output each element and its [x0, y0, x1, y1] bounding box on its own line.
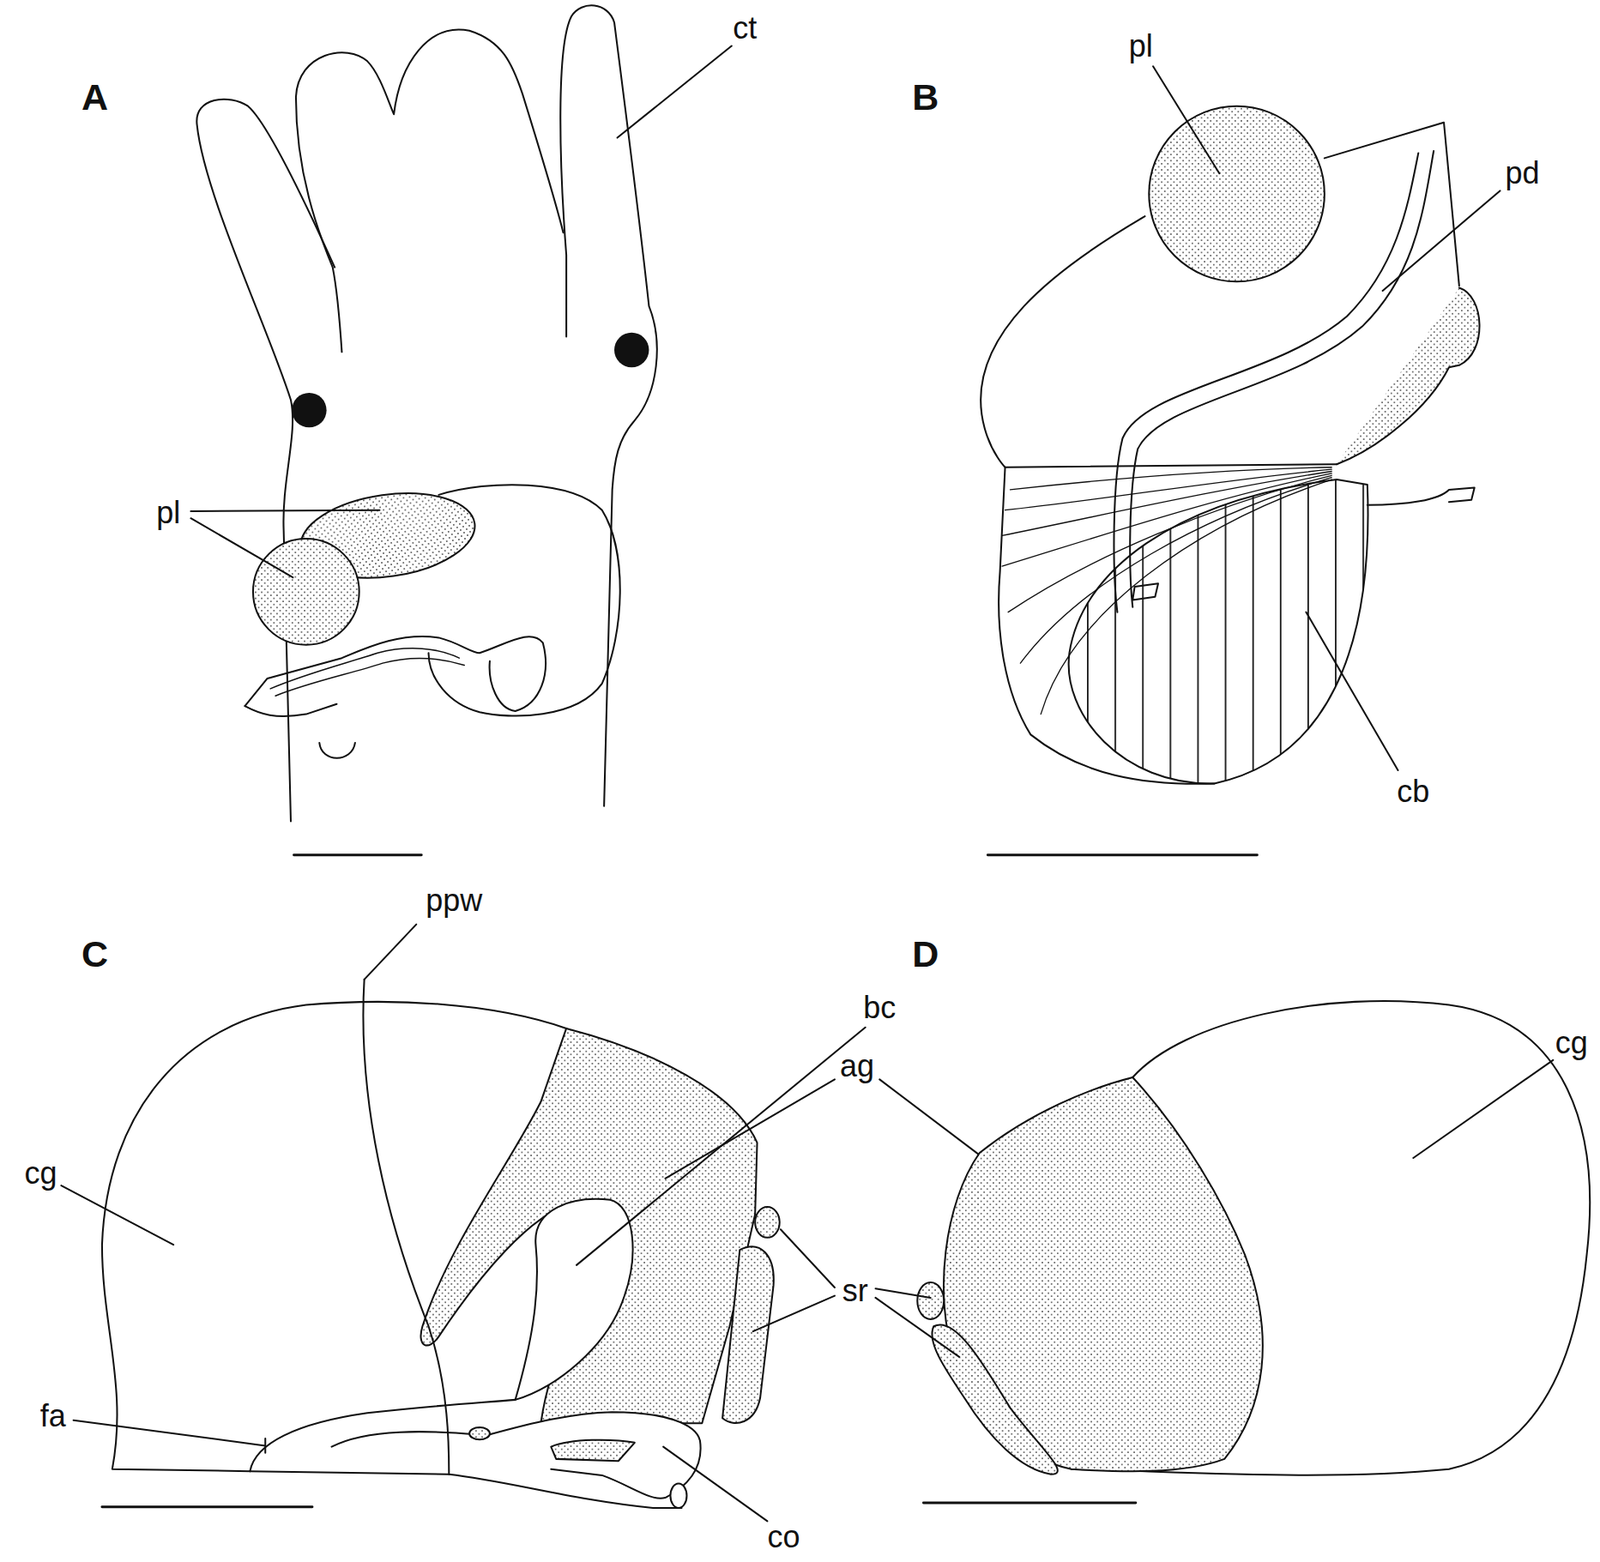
- drawing-path: [332, 1431, 478, 1447]
- panel-c-figure: [60, 924, 1031, 1522]
- part-label: sr: [842, 1275, 869, 1307]
- drawing-path: [1336, 287, 1480, 465]
- drawing-path: [1324, 122, 1460, 286]
- part-label: ppw: [425, 885, 483, 917]
- drawing-path: [1005, 464, 1338, 468]
- drawing-ellipse: [917, 1282, 944, 1320]
- panel-d-figure: [875, 1001, 1591, 1504]
- drawing-path: [1020, 477, 1332, 664]
- drawing-path: [244, 636, 546, 712]
- part-label: bc: [863, 992, 896, 1024]
- drawing-line: [923, 1502, 1136, 1505]
- drawing-line: [73, 1420, 266, 1447]
- drawing-ellipse: [754, 1207, 780, 1238]
- drawing-ellipse: [670, 1483, 687, 1509]
- drawing-line: [753, 1296, 835, 1333]
- drawing-line: [364, 924, 417, 980]
- drawing-line: [576, 1027, 866, 1266]
- drawing-line: [294, 853, 423, 857]
- drawing-circle: [291, 392, 327, 428]
- panel-a-figure: [190, 5, 731, 855]
- drawing-path: [560, 5, 657, 806]
- drawing-line: [664, 1079, 834, 1178]
- drawing-path: [931, 1324, 1057, 1474]
- drawing-line: [875, 1298, 960, 1358]
- drawing-line: [617, 46, 732, 139]
- drawing-path: [319, 742, 356, 759]
- panel-letter: C: [81, 935, 109, 973]
- drawing-path: [196, 99, 335, 822]
- drawing-path: [1010, 467, 1333, 490]
- drawing-path: [489, 1412, 701, 1499]
- drawing-path: [550, 1440, 635, 1462]
- panel-letter: B: [911, 78, 939, 115]
- drawing-line: [1305, 612, 1398, 771]
- drawing-path: [722, 1246, 774, 1424]
- drawing-circle: [1148, 106, 1325, 283]
- part-label: cg: [24, 1158, 58, 1190]
- panel-b-figure: [980, 66, 1500, 855]
- drawing-path: [362, 979, 449, 1475]
- drawing-path: [980, 216, 1214, 785]
- drawing-line: [780, 1229, 835, 1288]
- part-label: co: [766, 1521, 800, 1553]
- drawing-path: [1005, 469, 1333, 511]
- drawing-path: [1132, 583, 1159, 600]
- drawing-line: [1412, 1060, 1553, 1159]
- drawing-path: [295, 29, 564, 352]
- drawing-line: [264, 1438, 266, 1454]
- drawing-path: [1040, 479, 1332, 715]
- part-label: ag: [839, 1050, 875, 1082]
- drawing-line: [60, 1185, 174, 1245]
- drawing-g: [60, 5, 1590, 1522]
- part-label: ct: [732, 12, 757, 44]
- part-label: cb: [1396, 776, 1430, 808]
- drawing-path: [515, 1199, 634, 1401]
- panel-letter: A: [81, 78, 109, 115]
- drawing-path: [1002, 471, 1332, 537]
- drawing-line: [1382, 190, 1501, 291]
- panel-letter: D: [911, 935, 939, 973]
- drawing-path: [1002, 473, 1332, 567]
- drawing-line: [190, 510, 380, 512]
- drawing-path: [1367, 488, 1475, 506]
- drawing-path: [421, 1028, 758, 1424]
- part-label: pl: [156, 497, 181, 529]
- drawing-path: [249, 1400, 515, 1472]
- drawing-circle: [253, 538, 360, 646]
- part-label: pd: [1505, 157, 1540, 189]
- drawing-line: [190, 518, 293, 578]
- part-label: pl: [1129, 30, 1154, 62]
- drawing-path: [275, 658, 465, 696]
- drawing-ellipse: [469, 1427, 490, 1440]
- drawing-line: [663, 1447, 767, 1522]
- drawing-path: [244, 704, 337, 717]
- drawing-line: [987, 853, 1257, 857]
- drawing-line: [875, 1288, 931, 1299]
- drawing-line: [102, 1505, 313, 1509]
- drawing-circle: [614, 332, 649, 368]
- part-label: cg: [1555, 1027, 1588, 1059]
- part-label: fa: [40, 1400, 67, 1432]
- drawing-line: [1153, 66, 1220, 174]
